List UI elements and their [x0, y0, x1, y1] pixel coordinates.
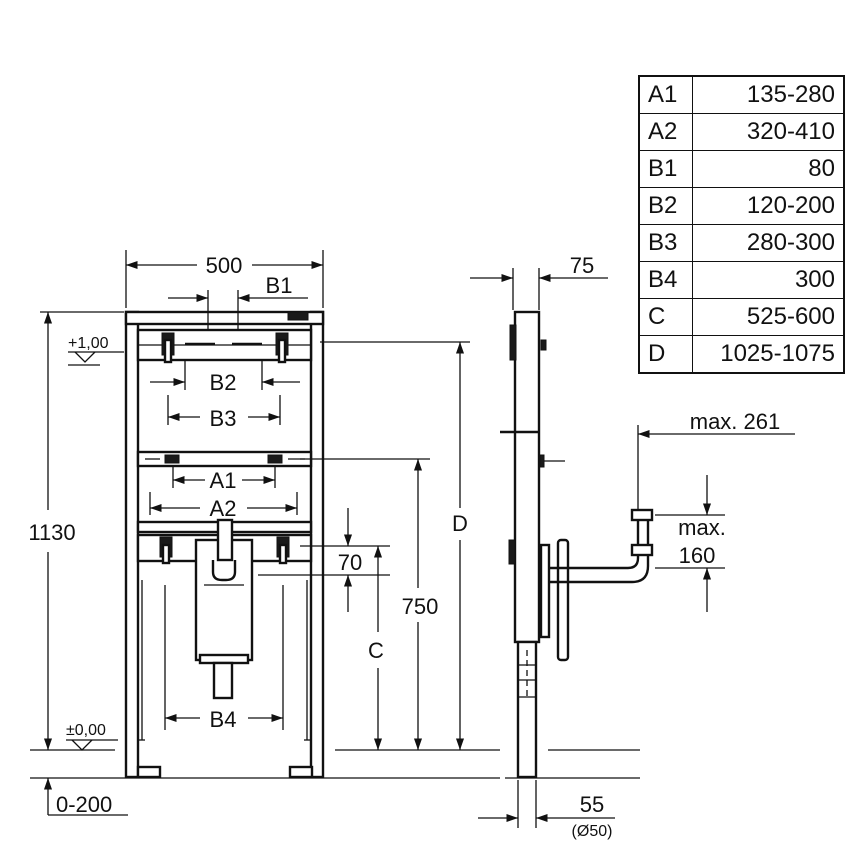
drain-box [194, 518, 254, 700]
side-leg [516, 640, 538, 779]
left-foot [136, 765, 162, 779]
spec-key: A1 [638, 75, 693, 114]
front-view: 500 B1 B2 B3 A1 A2 B [28, 250, 500, 817]
dim-b4: B4 [210, 707, 237, 732]
side-view: 75 55 (Ø50) max. 261 max. 160 [470, 253, 795, 840]
dim-750: 750 [402, 594, 439, 619]
dim-max-label: max. [678, 515, 726, 540]
spec-value: 1025-1075 [692, 335, 845, 374]
upper-studs [161, 332, 289, 364]
spec-key: B1 [638, 150, 693, 188]
spec-key: C [638, 298, 693, 336]
level-zero-label: ±0,00 [66, 722, 106, 739]
dim-b1: B1 [266, 273, 293, 298]
spec-value: 320-410 [692, 113, 845, 151]
drain-pipe [549, 515, 640, 570]
dim-diameter: (Ø50) [572, 823, 613, 840]
dim-max-160: 160 [679, 543, 716, 568]
spec-key: D [638, 335, 693, 374]
spec-value: 525-600 [692, 298, 845, 336]
dim-70: 70 [338, 550, 362, 575]
dim-width-500: 500 [206, 253, 243, 278]
lower-studs [159, 536, 290, 565]
top-clip [287, 311, 309, 321]
spec-key: A2 [638, 113, 693, 151]
spec-key: B2 [638, 187, 693, 225]
spec-key: B4 [638, 261, 693, 299]
spec-value: 120-200 [692, 187, 845, 225]
right-foot [288, 765, 314, 779]
wall-plate [556, 538, 570, 662]
dim-height-1130: 1130 [28, 520, 75, 545]
spec-value: 135-280 [692, 75, 845, 114]
dim-a2: A2 [210, 496, 237, 521]
dim-depth-75: 75 [570, 253, 594, 278]
dim-c: C [368, 638, 384, 663]
spec-key: B3 [638, 224, 693, 262]
dim-a1: A1 [210, 468, 237, 493]
dim-b2: B2 [210, 370, 237, 395]
left-post [124, 310, 140, 779]
spec-value: 80 [692, 150, 845, 188]
middle-crossbar [136, 450, 313, 468]
side-upright [513, 310, 541, 644]
spec-value: 300 [692, 261, 845, 299]
spec-value: 280-300 [692, 224, 845, 262]
dim-max-261: max. 261 [690, 409, 781, 434]
dim-d: D [452, 511, 468, 536]
dim-adjust: 0-200 [56, 792, 112, 817]
right-post [309, 310, 325, 779]
bracket-plate [539, 543, 551, 639]
dim-b3: B3 [210, 406, 237, 431]
dim-depth-55: 55 [580, 792, 604, 817]
level-top-label: +1,00 [68, 335, 109, 352]
top-rail [124, 310, 325, 326]
